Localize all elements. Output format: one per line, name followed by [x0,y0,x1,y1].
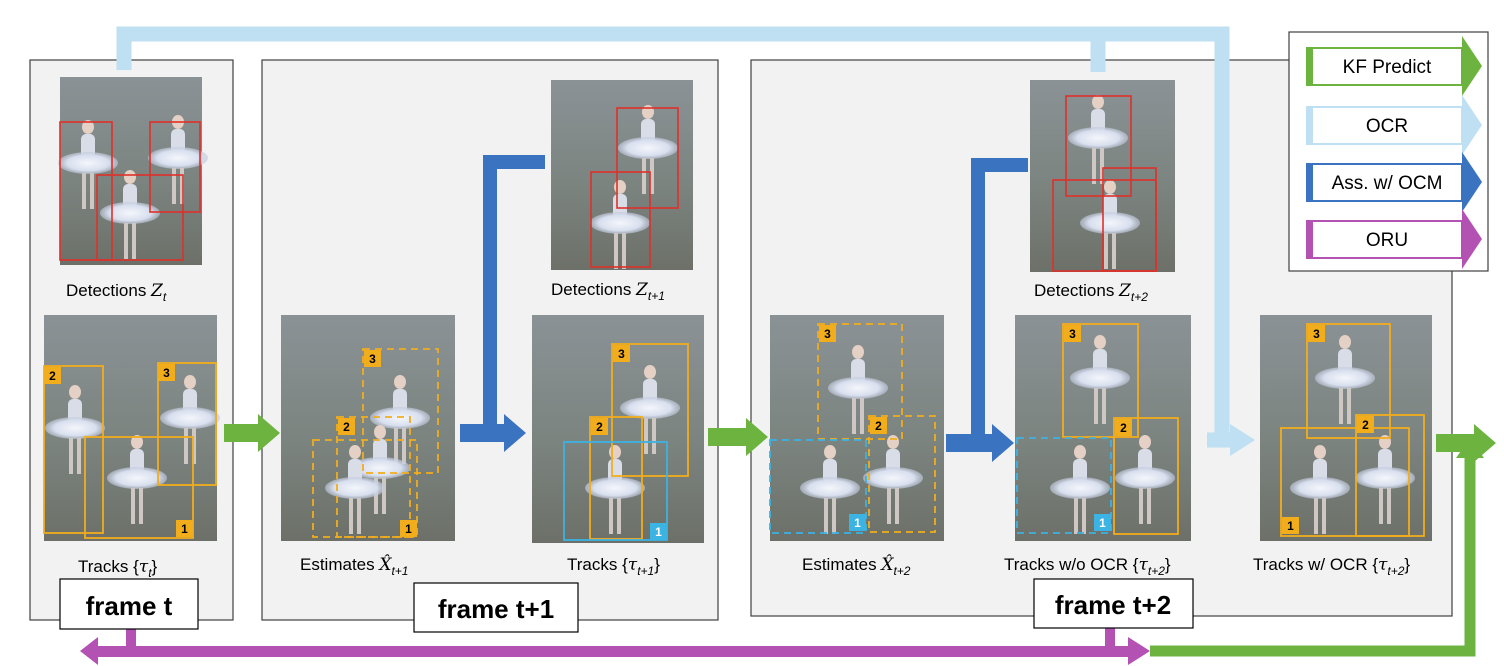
image-detections-t1 [551,80,693,270]
caption-tracks-t1: Tracks {τt+1} [567,555,660,578]
track-id-badge: 1 [854,516,861,530]
caption-estimates-t1: Estimates X̂t+1 [300,555,408,578]
caption-tracks-t: Tracks {τt} [78,557,158,580]
ocr-arrow [116,26,1255,456]
track-id-badge: 1 [655,525,662,539]
legend-association: Ass. w/ OCM [1306,152,1482,212]
track-id-badge: 3 [1313,327,1320,341]
detection-box [149,121,201,213]
image-estimates-t2: 3 2 1 [769,315,944,541]
legend-ocr: OCR [1306,95,1482,155]
association-arrow-t2 [946,158,1028,462]
frame-label-t1: frame t+1 [413,582,579,633]
track-id-badge: 3 [618,347,625,361]
detection-box [96,174,184,261]
track-id-badge: 2 [49,369,56,383]
svg-text:frame t+1: frame t+1 [438,594,554,624]
svg-text:ORU: ORU [1366,230,1408,251]
detection-box [1052,179,1157,272]
caption-detections-t2: Detections Zt+2 [1034,281,1148,304]
caption-detections-t: Detections Zt [66,281,167,304]
frame-label-t2: frame t+2 [1033,578,1194,629]
legend-oru: ORU [1306,209,1482,269]
track-id-badge: 1 [405,522,412,536]
track-id-badge: 2 [875,419,882,433]
detection-box [1065,95,1132,197]
kf-predict-arrow-1 [224,414,280,452]
svg-text:frame t+2: frame t+2 [1055,590,1171,620]
detection-box [59,121,113,261]
image-tracks-with-ocr: 3 2 1 [1260,315,1432,541]
track-id-badge: 2 [1120,421,1127,435]
frame-label-t: frame t [59,578,199,630]
association-arrow-t1 [460,155,545,452]
image-tracks-t: 2 3 1 [43,315,220,541]
track-id-badge: 2 [1362,418,1369,432]
caption-estimates-t2: Estimates X̂t+2 [802,555,911,578]
svg-text:frame t: frame t [86,591,173,621]
image-tracks-without-ocr: 3 2 1 [1015,315,1191,541]
svg-text:OCR: OCR [1366,116,1408,137]
legend-kf-predict: KF Predict [1306,36,1482,96]
image-tracks-t1: 3 2 1 [532,315,704,543]
caption-detections-t1: Detections Zt+1 [551,280,665,303]
track-id-badge: 2 [343,420,350,434]
track-id-badge: 2 [596,420,603,434]
track-id-badge: 3 [824,327,831,341]
track-id-badge: 3 [1069,327,1076,341]
track-id-badge: 1 [181,522,188,536]
image-detections-t [58,77,208,265]
track-id-badge: 3 [369,352,376,366]
legend: KF Predict OCR Ass. w/ OCM ORU [1288,31,1489,272]
kf-predict-arrow-2 [708,418,768,456]
svg-text:KF Predict: KF Predict [1343,57,1432,78]
image-estimates-t1: 3 2 1 [281,315,455,541]
image-detections-t2 [1030,80,1175,272]
caption-tracks-without-ocr: Tracks w/o OCR {τt+2} [1004,555,1171,578]
svg-text:Ass. w/ OCM: Ass. w/ OCM [1332,173,1443,194]
caption-tracks-with-ocr: Tracks w/ OCR {τt+2} [1253,555,1410,578]
detection-box [616,107,679,209]
track-id-badge: 1 [1099,516,1106,530]
kf-predict-arrow-3 [1436,424,1496,462]
track-id-badge: 3 [163,366,170,380]
oru-arrow [80,628,1150,665]
track-id-badge: 1 [1287,519,1294,533]
detection-box [590,171,651,268]
